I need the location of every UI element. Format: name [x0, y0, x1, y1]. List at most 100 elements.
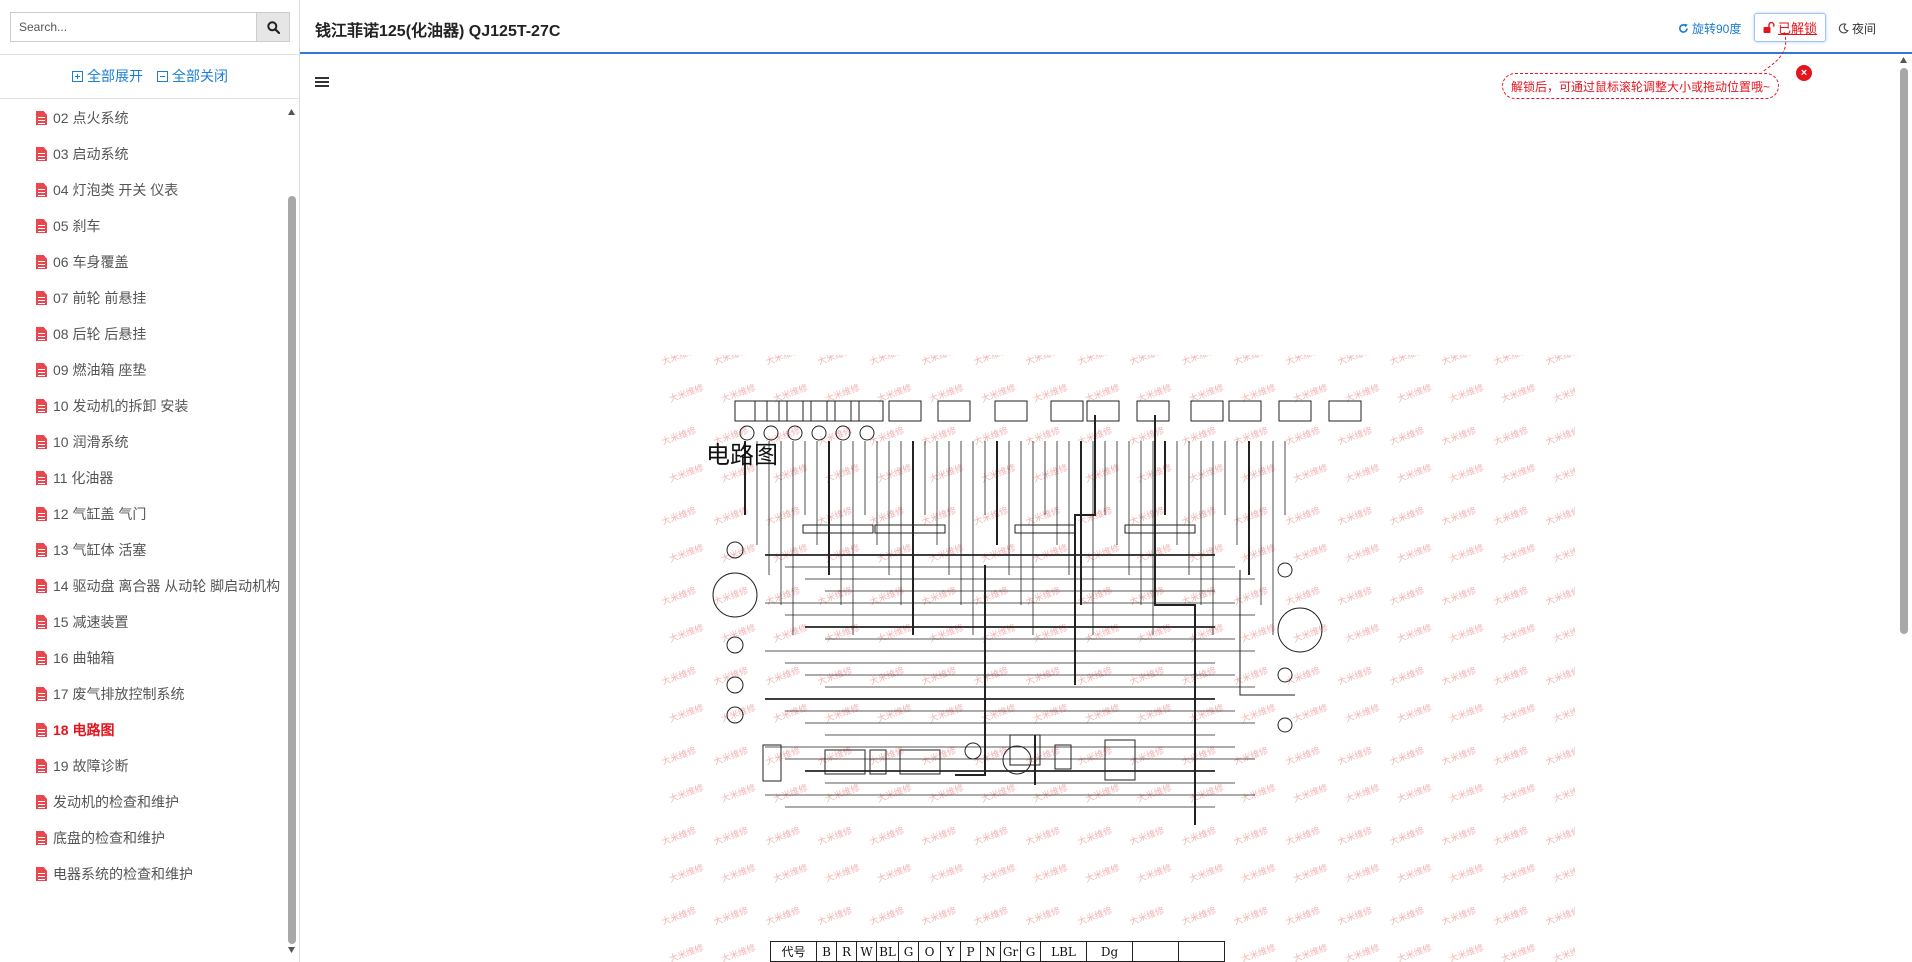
tree-item[interactable]: 发动机的检查和维护: [36, 791, 179, 813]
file-text-icon: [36, 831, 47, 845]
tree-item-label: 15 减速装置: [53, 614, 129, 630]
unlock-label: 已解锁: [1777, 21, 1817, 36]
circuit-line: [964, 742, 982, 760]
tree-item-label: 03 启动系统: [53, 146, 129, 162]
close-icon[interactable]: ×: [1796, 65, 1812, 81]
header: 钱江菲诺125(化油器) QJ125T-27C 旋转90度 已解锁 夜间: [300, 0, 1912, 54]
circuit-line: [754, 400, 788, 422]
tree-item-label: 电器系统的检查和维护: [53, 866, 193, 882]
list-icon[interactable]: [315, 77, 329, 89]
code-table-cell: P: [960, 941, 981, 962]
tree-item-label: 发动机的检查和维护: [53, 794, 179, 810]
circuit-line: [899, 749, 941, 775]
tree-item[interactable]: 底盘的检查和维护: [36, 827, 165, 849]
collapse-all-label: 全部关闭: [172, 68, 228, 84]
watermark-layer: 大米维修大米维修大米维修大米维修大米维修大米维修大米维修大米维修大米维修大米维修…: [660, 355, 1575, 962]
tree-item[interactable]: 02 点火系统: [36, 107, 128, 129]
moon-icon: [1838, 23, 1849, 34]
code-table-cell: R: [836, 941, 857, 962]
file-text-icon: [36, 723, 47, 737]
viewer-scrollbar-thumb[interactable]: [1900, 68, 1908, 634]
circuit-line: [762, 744, 782, 782]
tree-item[interactable]: 17 废气排放控制系统: [36, 683, 184, 705]
code-table-cell: [1178, 941, 1225, 962]
plus-square-icon: [72, 70, 83, 82]
code-table-cell: [1132, 941, 1179, 962]
night-mode-button[interactable]: 夜间: [1838, 20, 1876, 37]
scroll-up-arrow-icon[interactable]: [1899, 56, 1908, 64]
tree-item[interactable]: 05 刹车: [36, 215, 100, 237]
tree-item[interactable]: 03 启动系统: [36, 143, 128, 165]
file-text-icon: [36, 111, 47, 125]
tree-item-label: 02 点火系统: [53, 110, 129, 126]
chapter-tree: 02 点火系统 03 启动系统 04 灯泡类 开关 仪表 05 刹车 06 车身覆盖 07…: [0, 100, 286, 960]
tree-item[interactable]: 10 发动机的拆卸 安装: [36, 395, 188, 417]
tree-item-label: 18 电路图: [53, 722, 115, 738]
tree-item[interactable]: 13 气缸体 活塞: [36, 539, 146, 561]
tree-item[interactable]: 18 电路图: [36, 719, 114, 741]
code-table-cell: W: [856, 941, 877, 962]
minus-square-icon: [157, 70, 168, 82]
scroll-down-arrow-icon[interactable]: [287, 946, 296, 954]
tree-item[interactable]: 09 燃油箱 座垫: [36, 359, 146, 381]
code-table-cell: G: [1020, 941, 1041, 962]
tree-item-label: 16 曲轴箱: [53, 650, 115, 666]
circuit-line: [1002, 745, 1032, 775]
unlock-button[interactable]: 已解锁: [1754, 13, 1826, 42]
tree-item[interactable]: 12 气缸盖 气门: [36, 503, 146, 525]
code-table-cell: Dg: [1086, 941, 1133, 962]
circuit-line: [1228, 400, 1262, 422]
circuit-line: [1086, 400, 1120, 422]
tree-item[interactable]: 06 车身覆盖: [36, 251, 128, 273]
tree-item[interactable]: 15 减速装置: [36, 611, 128, 633]
tree-item[interactable]: 19 故障诊断: [36, 755, 128, 777]
page-title: 钱江菲诺125(化油器) QJ125T-27C: [315, 23, 561, 40]
circuit-line: [726, 636, 744, 654]
circuit-line: [955, 565, 986, 776]
tree-item[interactable]: 电器系统的检查和维护: [36, 863, 193, 885]
file-text-icon: [36, 687, 47, 701]
circuit-line: [802, 524, 874, 534]
circuit-line: [1277, 607, 1323, 653]
tree-item[interactable]: 14 驱动盘 离合器 从动轮 脚启动机构: [36, 575, 280, 597]
expand-all-button[interactable]: 全部展开: [72, 66, 143, 86]
file-text-icon: [36, 579, 47, 593]
circuit-line: [739, 425, 755, 441]
file-text-icon: [36, 795, 47, 809]
tree-item[interactable]: 10 润滑系统: [36, 431, 128, 453]
circuit-line: [1328, 400, 1362, 422]
file-text-icon: [36, 615, 47, 629]
tree-item-label: 05 刹车: [53, 218, 101, 234]
file-text-icon: [36, 399, 47, 413]
circuit-line: [850, 400, 884, 422]
tree-item[interactable]: 04 灯泡类 开关 仪表: [36, 179, 178, 201]
tree-item[interactable]: 11 化油器: [36, 467, 113, 489]
circuit-line: [835, 425, 851, 441]
rotate-button[interactable]: 旋转90度: [1678, 20, 1741, 37]
circuit-line: [787, 425, 803, 441]
file-text-icon: [36, 147, 47, 161]
rotate-label: 旋转90度: [1692, 22, 1742, 36]
code-table-cell: Y: [940, 941, 961, 962]
tree-item-label: 12 气缸盖 气门: [53, 506, 147, 522]
search-button[interactable]: [256, 12, 290, 42]
tree-item[interactable]: 07 前轮 前悬挂: [36, 287, 146, 309]
file-text-icon: [36, 183, 47, 197]
unlock-tip-bubble: 解锁后，可通过鼠标滚轮调整大小或拖动位置哦~: [1502, 73, 1780, 99]
tree-item-label: 11 化油器: [53, 470, 114, 486]
main-content: 钱江菲诺125(化油器) QJ125T-27C 旋转90度 已解锁 夜间 解锁后…: [300, 0, 1912, 962]
circuit-line: [712, 572, 758, 618]
circuit-line: [888, 400, 922, 422]
tree-item-label: 07 前轮 前悬挂: [53, 290, 147, 306]
scroll-up-arrow-icon[interactable]: [287, 108, 296, 116]
tree-item[interactable]: 08 后轮 后悬挂: [36, 323, 146, 345]
sidebar-scrollbar-thumb[interactable]: [288, 196, 296, 944]
collapse-all-button[interactable]: 全部关闭: [157, 66, 228, 86]
file-text-icon: [36, 363, 47, 377]
circuit-line: [937, 400, 971, 422]
search-input[interactable]: [10, 12, 256, 42]
tree-item-label: 04 灯泡类 开关 仪表: [53, 182, 179, 198]
wiring-diagram-image[interactable]: 大米维修大米维修大米维修大米维修大米维修大米维修大米维修大米维修大米维修大米维修…: [655, 355, 1575, 962]
tree-item[interactable]: 16 曲轴箱: [36, 647, 114, 669]
circuit-line: [1104, 739, 1136, 781]
